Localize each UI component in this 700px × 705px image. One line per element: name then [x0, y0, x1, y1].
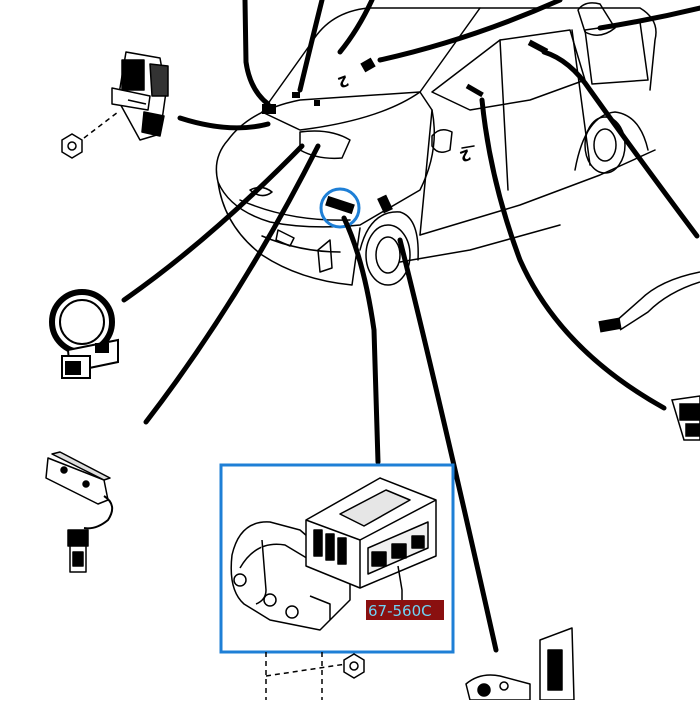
headlight-outline: [299, 130, 351, 160]
body-bottom-line: [399, 224, 561, 263]
lower-grille-outline: [261, 235, 341, 253]
callout-number-door: 2: [457, 145, 473, 165]
fog-lamp-left: [317, 239, 333, 273]
roof-line: [479, 7, 657, 91]
control-module-inset: [305, 477, 437, 600]
inset-fastener: [265, 652, 365, 700]
mark-wiper: [262, 104, 276, 114]
b-pillar: [499, 39, 509, 191]
leader-to-roof: [337, 0, 375, 55]
leader-to-inset: [341, 215, 381, 465]
mark-fender: [377, 194, 393, 214]
part-label: 67-560C: [368, 602, 432, 620]
coil-antenna-left: [49, 289, 119, 379]
front-wheel-arch: [359, 211, 419, 261]
sensor-with-lead-left: [45, 451, 114, 573]
door-front-edge: [419, 109, 433, 236]
connector-bottom-right: [465, 627, 575, 701]
rear-wheel-arch: [574, 111, 649, 171]
side-window-rear: [584, 21, 649, 85]
leader-to-windshield-top: [242, 0, 271, 107]
relay-bracket-top-left: [111, 51, 169, 141]
front-door-handle: [461, 145, 475, 149]
leader-to-right-strip: [541, 49, 700, 239]
leader-to-sensor: [143, 143, 321, 425]
leader-to-top-right: [377, 0, 563, 63]
sliding-door-line: [571, 29, 591, 166]
callout-numbers: 2 2: [335, 71, 473, 165]
leader-to-cowl: [297, 0, 325, 93]
leader-lines: [121, 0, 700, 653]
hex-nut-left: [61, 111, 119, 159]
front-wheel: [365, 224, 411, 286]
part-label-background: [366, 600, 444, 620]
leader-top-right-arc: [597, 5, 700, 31]
mark-roof: [360, 57, 376, 73]
side-mirror: [431, 129, 453, 153]
hood-outline: [215, 91, 436, 228]
fog-lamp-right: [275, 229, 295, 247]
door-bottom-line: [419, 149, 656, 236]
front-wheel-hub: [375, 236, 401, 274]
leader-to-right-connector: [479, 97, 667, 411]
leader-to-coil: [121, 143, 305, 303]
mark-cowl-2: [314, 100, 320, 106]
mark-bumper-sensor: [325, 195, 355, 215]
rear-wheel: [584, 116, 626, 174]
rear-wheel-hub: [593, 128, 617, 162]
mark-cowl-1: [292, 92, 300, 98]
inset-detail: 67-560C: [219, 463, 455, 654]
grille-outline: [239, 199, 351, 221]
connector-right: [671, 395, 700, 441]
highlight-circle: [319, 187, 361, 229]
leader-to-bottom-connector: [397, 237, 499, 653]
callout-number-hood: 2: [335, 71, 351, 91]
leader-to-relay: [177, 115, 271, 131]
front-bumper-outline: [217, 181, 361, 286]
wiring-strip-right: [598, 271, 700, 333]
mark-pillar: [465, 83, 484, 98]
